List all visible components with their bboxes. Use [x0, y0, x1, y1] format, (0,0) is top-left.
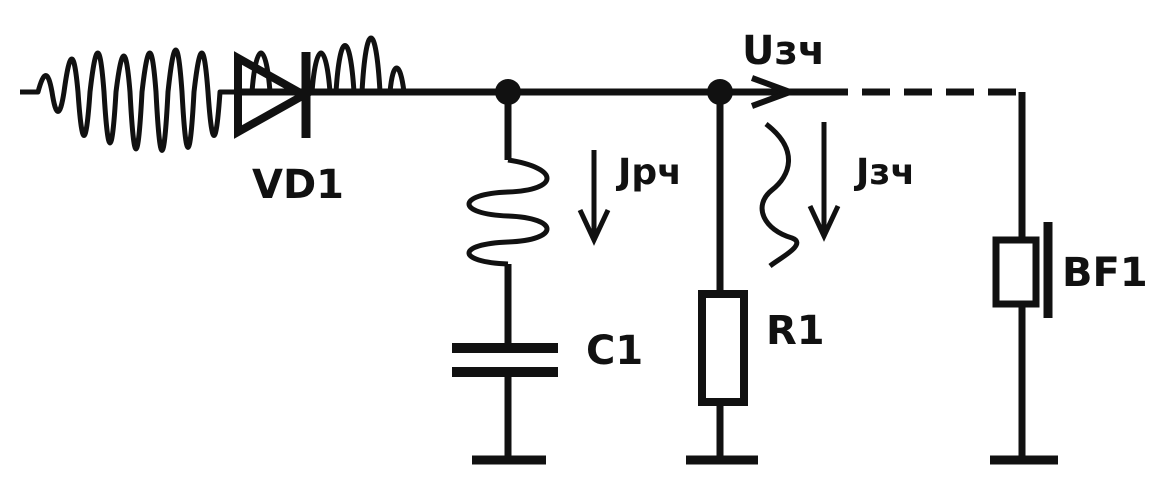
af-current-arrow [807, 122, 841, 242]
label-voltage: Uзч [742, 28, 825, 74]
label-bf1: BF1 [1062, 250, 1148, 296]
earphone-branch [990, 92, 1058, 465]
bf1-body [992, 236, 1040, 308]
label-r1: R1 [766, 308, 825, 354]
label-rf-current: Jрч [615, 152, 682, 193]
label-vd1: VD1 [252, 162, 344, 208]
label-c1: C1 [586, 328, 643, 374]
r1-body [698, 290, 748, 406]
rectified-pulses [249, 35, 407, 93]
af-current-wave [759, 122, 800, 268]
capacitor-branch [452, 92, 558, 465]
label-af-current: Jзч [853, 152, 915, 193]
input-rf-waveform [20, 47, 236, 153]
rf-current-coil [466, 157, 550, 267]
resistor-branch [686, 92, 758, 465]
rf-current-arrow [577, 150, 611, 246]
voltage-arrow-head [750, 75, 799, 109]
